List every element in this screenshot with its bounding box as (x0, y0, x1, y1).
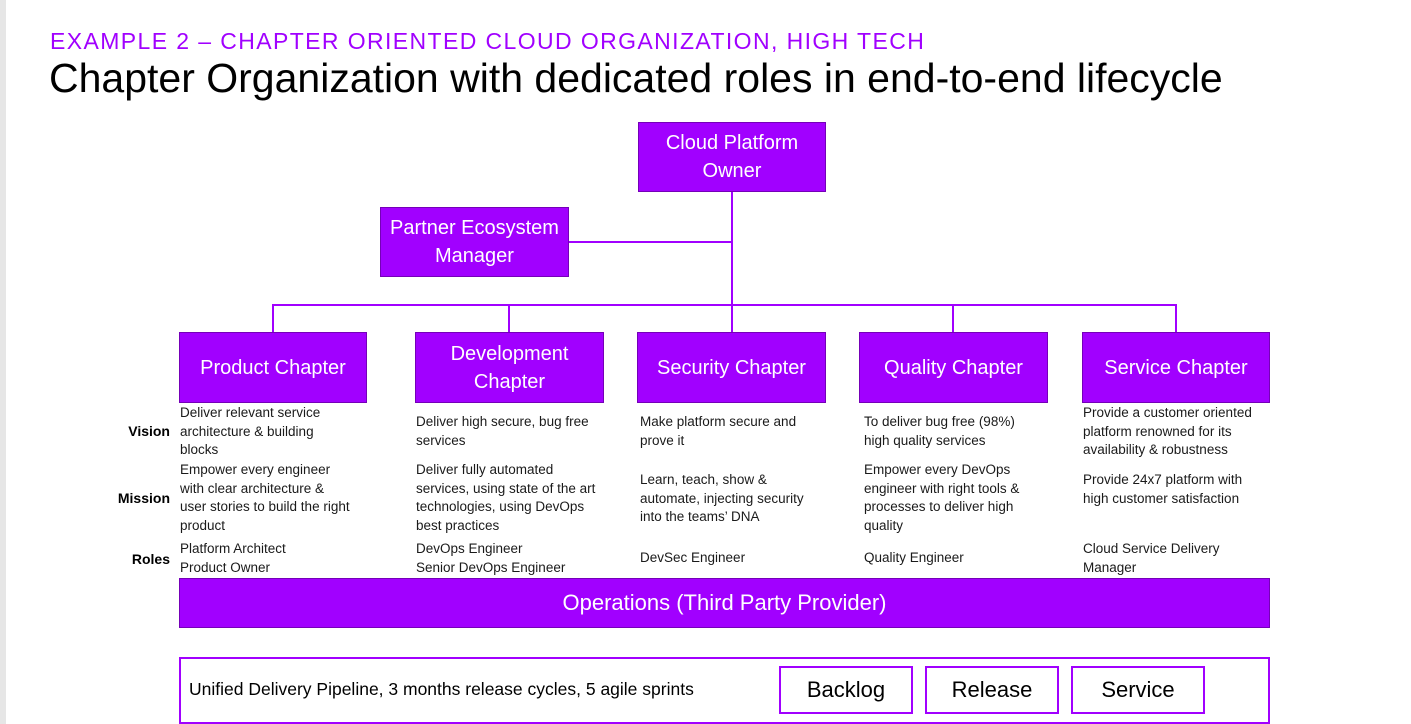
vision-service: Provide a customer oriented platform ren… (1083, 404, 1252, 460)
connector-partner (568, 241, 732, 243)
chapter-box-service: Service Chapter (1082, 332, 1270, 403)
text-line: DevSec Engineer (640, 550, 746, 565)
chapter-name: Service Chapter (1104, 356, 1248, 379)
roles-development: DevOps Engineer Senior DevOps Engineer (416, 540, 565, 577)
mission-service: Provide 24x7 platform with high customer… (1083, 471, 1242, 508)
vision-development: Deliver high secure, bug free services (416, 413, 589, 450)
chapter-name: Quality Chapter (884, 356, 1023, 379)
text-line: Quality Engineer (864, 550, 964, 565)
text-line: with clear architecture & (180, 480, 325, 496)
text-line: Platform Architect (180, 541, 286, 556)
text-line: blocks (180, 442, 219, 458)
chapter-name: Development (450, 342, 569, 365)
roles-security: DevSec Engineer (640, 549, 745, 568)
text-line: services (416, 432, 466, 448)
text-line: quality (864, 517, 904, 533)
owner-line2: Owner (702, 160, 762, 182)
text-line: best practices (416, 517, 500, 533)
text-line: prove it (640, 432, 685, 448)
text-line: automate, injecting security (640, 490, 804, 506)
text-line: high customer satisfaction (1083, 490, 1240, 506)
chapter-box-security: Security Chapter (637, 332, 826, 403)
row-label-roles: Roles (131, 551, 170, 567)
partner-line1: Partner Ecosystem (390, 217, 559, 239)
chapter-name-line2: Chapter (473, 370, 546, 393)
vision-product: Deliver relevant service architecture & … (180, 404, 320, 460)
connector-product (272, 304, 274, 332)
roles-quality: Quality Engineer (864, 549, 964, 568)
text-line: Make platform secure and (640, 414, 797, 429)
pipeline-description: Unified Delivery Pipeline, 3 months rele… (189, 679, 694, 699)
roles-product: Platform Architect Product Owner (180, 540, 286, 577)
mission-development: Deliver fully automated services, using … (416, 461, 595, 535)
text-line: into the teams’ DNA (640, 509, 760, 525)
text-line: platform renowned for its (1083, 423, 1232, 439)
text-line: DevOps Engineer (416, 541, 523, 556)
text-line: architecture & building (180, 423, 314, 439)
text-line: user stories to build the right (180, 499, 350, 515)
text-line: services, using state of the art (416, 480, 596, 496)
chapter-name: Product Chapter (200, 356, 346, 379)
chapter-box-product: Product Chapter (179, 332, 367, 403)
owner-line1: Cloud Platform (665, 132, 799, 154)
mission-quality: Empower every DevOps engineer with right… (864, 461, 1019, 535)
text-line: Empower every engineer (180, 462, 331, 477)
text-line: processes to deliver high (864, 499, 1014, 515)
text-line: Learn, teach, show & (640, 472, 767, 487)
connector-quality (952, 304, 954, 332)
left-edge-bar (0, 0, 6, 724)
text-line: high quality services (864, 432, 986, 448)
pipeline-stage-service: Service (1071, 666, 1205, 714)
vision-security: Make platform secure and prove it (640, 413, 796, 450)
connector-development (508, 304, 510, 332)
text-line: Deliver high secure, bug free (416, 414, 589, 429)
operations-bar: Operations (Third Party Provider) (179, 578, 1270, 628)
mission-security: Learn, teach, show & automate, injecting… (640, 471, 804, 527)
connector-owner-trunk (731, 191, 733, 332)
row-label-mission: Mission (117, 490, 170, 506)
partner-line2: Manager (435, 245, 514, 267)
text-line: technologies, using DevOps (416, 499, 585, 515)
text-line: Product Owner (180, 559, 271, 575)
text-line: Deliver relevant service (180, 405, 321, 420)
mission-product: Empower every engineer with clear archit… (180, 461, 350, 535)
text-line: Manager (1083, 559, 1137, 575)
pipeline-stage-backlog: Backlog (779, 666, 913, 714)
connector-horizontal-bus (272, 304, 1177, 306)
delivery-pipeline-frame (179, 657, 1270, 724)
chapter-name: Security Chapter (657, 356, 806, 379)
pipeline-stage-release: Release (925, 666, 1059, 714)
slide-title: Chapter Organization with dedicated role… (49, 55, 1223, 101)
text-line: Deliver fully automated (416, 462, 554, 477)
chapter-box-quality: Quality Chapter (859, 332, 1048, 403)
text-line: engineer with right tools & (864, 480, 1020, 496)
text-line: Provide 24x7 platform with (1083, 472, 1243, 487)
text-line: Empower every DevOps (864, 462, 1011, 477)
slide-subtitle: EXAMPLE 2 – CHAPTER ORIENTED CLOUD ORGAN… (50, 28, 926, 54)
vision-quality: To deliver bug free (98%) high quality s… (864, 413, 1015, 450)
text-line: Cloud Service Delivery (1083, 541, 1220, 556)
text-line: To deliver bug free (98%) (864, 414, 1015, 429)
text-line: Senior DevOps Engineer (416, 559, 566, 575)
text-line: product (180, 517, 226, 533)
text-line: Provide a customer oriented (1083, 405, 1252, 420)
connector-service (1175, 304, 1177, 332)
roles-service: Cloud Service Delivery Manager (1083, 540, 1220, 577)
row-label-vision: Vision (128, 423, 170, 439)
text-line: availability & robustness (1083, 442, 1228, 458)
